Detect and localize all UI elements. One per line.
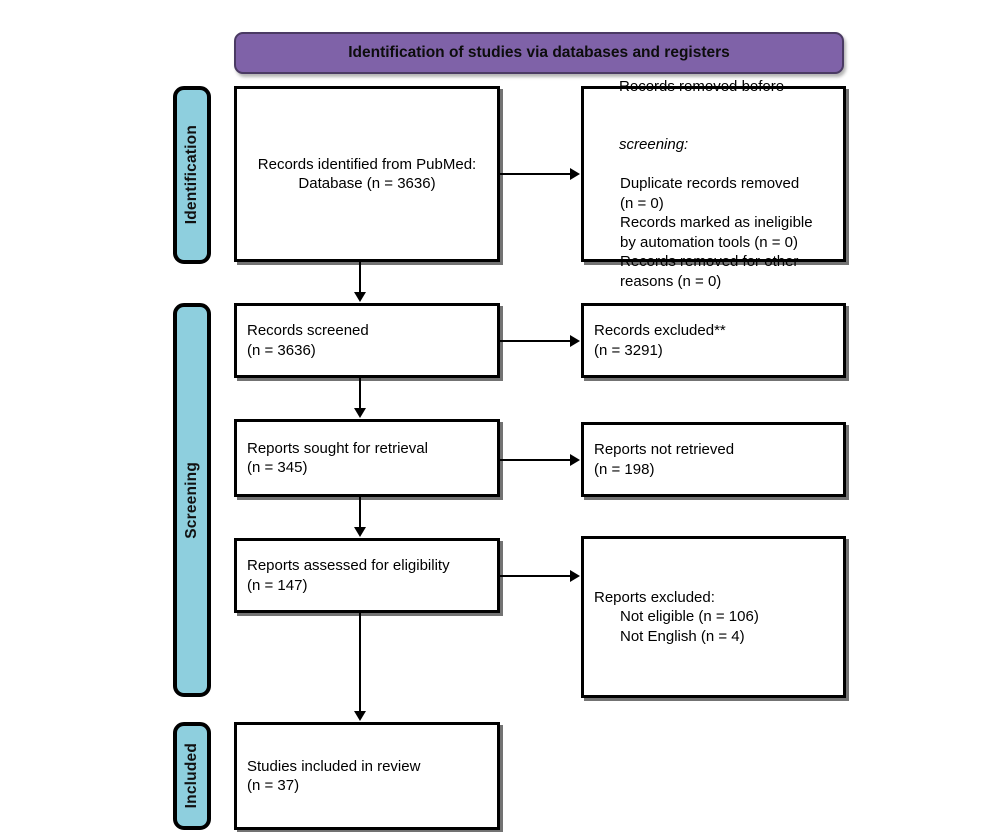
records-excluded-line-2: (n = 3291)	[594, 341, 663, 359]
arrow-assessed-to-included	[354, 711, 366, 721]
arrow-sought-to-assessed	[354, 527, 366, 537]
records-removed-line-5: Records marked as ineligible	[620, 214, 813, 231]
records-screened-line-1: Records screened	[247, 322, 369, 339]
records-removed-line-8: reasons (n = 0)	[620, 272, 722, 290]
banner-label: Identification of studies via databases …	[348, 44, 730, 61]
arrow-identified-to-removed	[570, 168, 580, 180]
box-records-identified: Records identified from PubMed: Database…	[234, 86, 500, 262]
arrow-identified-to-screened	[354, 292, 366, 302]
records-removed-line-1-text: Records removed before	[619, 77, 785, 95]
box-reports-sought-for-retrieval: Reports sought for retrieval (n = 345)	[234, 419, 500, 497]
connector-assessed-to-excluded	[500, 575, 570, 577]
arrow-sought-to-not-retrieved	[570, 454, 580, 466]
records-identified-line-2: Database (n = 3636)	[298, 175, 436, 192]
stage-label-screening: Screening	[173, 303, 211, 697]
box-reports-assessed-for-eligibility: Reports assessed for eligibility (n = 14…	[234, 538, 500, 613]
box-records-removed-before-screening: Records removed before screening: Duplic…	[581, 78, 846, 290]
stage-label-identification: Identification	[173, 86, 211, 264]
studies-included-line-2: (n = 37)	[247, 777, 300, 794]
arrow-assessed-to-excluded	[570, 570, 580, 582]
reports-excluded-line-1: Reports excluded:	[594, 588, 715, 606]
records-screened-line-2: (n = 3636)	[247, 341, 316, 359]
records-removed-line-4: (n = 0)	[620, 194, 664, 212]
connector-assessed-to-included	[359, 613, 361, 712]
reports-excluded-line-3: Not English (n = 4)	[620, 627, 745, 645]
records-removed-line-6: by automation tools (n = 0)	[620, 233, 799, 251]
records-removed-line-2: screening:	[594, 116, 833, 175]
box-records-screened: Records screened (n = 3636)	[234, 303, 500, 378]
stage-label-identification-text: Identification	[183, 125, 200, 225]
connector-screened-to-excluded	[500, 340, 570, 342]
connector-identified-to-screened	[359, 262, 361, 293]
box-records-excluded: Records excluded** (n = 3291)	[581, 303, 846, 378]
reports-not-retrieved-line-1: Reports not retrieved	[594, 441, 735, 458]
stage-label-included-text: Included	[183, 743, 200, 809]
records-removed-line-1: Records removed before	[594, 57, 833, 116]
arrow-screened-to-excluded	[570, 335, 580, 347]
reports-sought-line-2: (n = 345)	[247, 459, 308, 476]
banner-identification-databases: Identification of studies via databases …	[234, 32, 844, 74]
reports-assessed-line-2: (n = 147)	[247, 576, 308, 594]
arrow-screened-to-sought	[354, 408, 366, 418]
records-removed-line-2-text: screening:	[619, 136, 689, 153]
box-studies-included-in-review: Studies included in review (n = 37)	[234, 722, 500, 830]
stage-label-screening-text: Screening	[183, 461, 200, 539]
connector-screened-to-sought	[359, 378, 361, 409]
box-reports-excluded: Reports excluded: Not eligible (n = 106)…	[581, 536, 846, 698]
connector-identified-to-removed	[500, 173, 570, 175]
records-identified-line-1: Records identified from PubMed:	[257, 155, 477, 173]
connector-sought-to-not-retrieved	[500, 459, 570, 461]
reports-not-retrieved-line-2: (n = 198)	[594, 460, 655, 478]
connector-sought-to-assessed	[359, 497, 361, 528]
records-excluded-line-1: Records excluded**	[594, 322, 726, 339]
reports-sought-line-1: Reports sought for retrieval	[247, 439, 428, 457]
reports-excluded-line-2: Not eligible (n = 106)	[620, 608, 759, 626]
stage-label-included: Included	[173, 722, 211, 830]
box-reports-not-retrieved: Reports not retrieved (n = 198)	[581, 422, 846, 497]
records-removed-line-3: Duplicate records removed	[620, 175, 800, 192]
records-removed-line-7: Records removed for other	[620, 253, 799, 270]
reports-assessed-line-1: Reports assessed for eligibility	[247, 557, 450, 574]
studies-included-line-1: Studies included in review	[247, 757, 421, 775]
